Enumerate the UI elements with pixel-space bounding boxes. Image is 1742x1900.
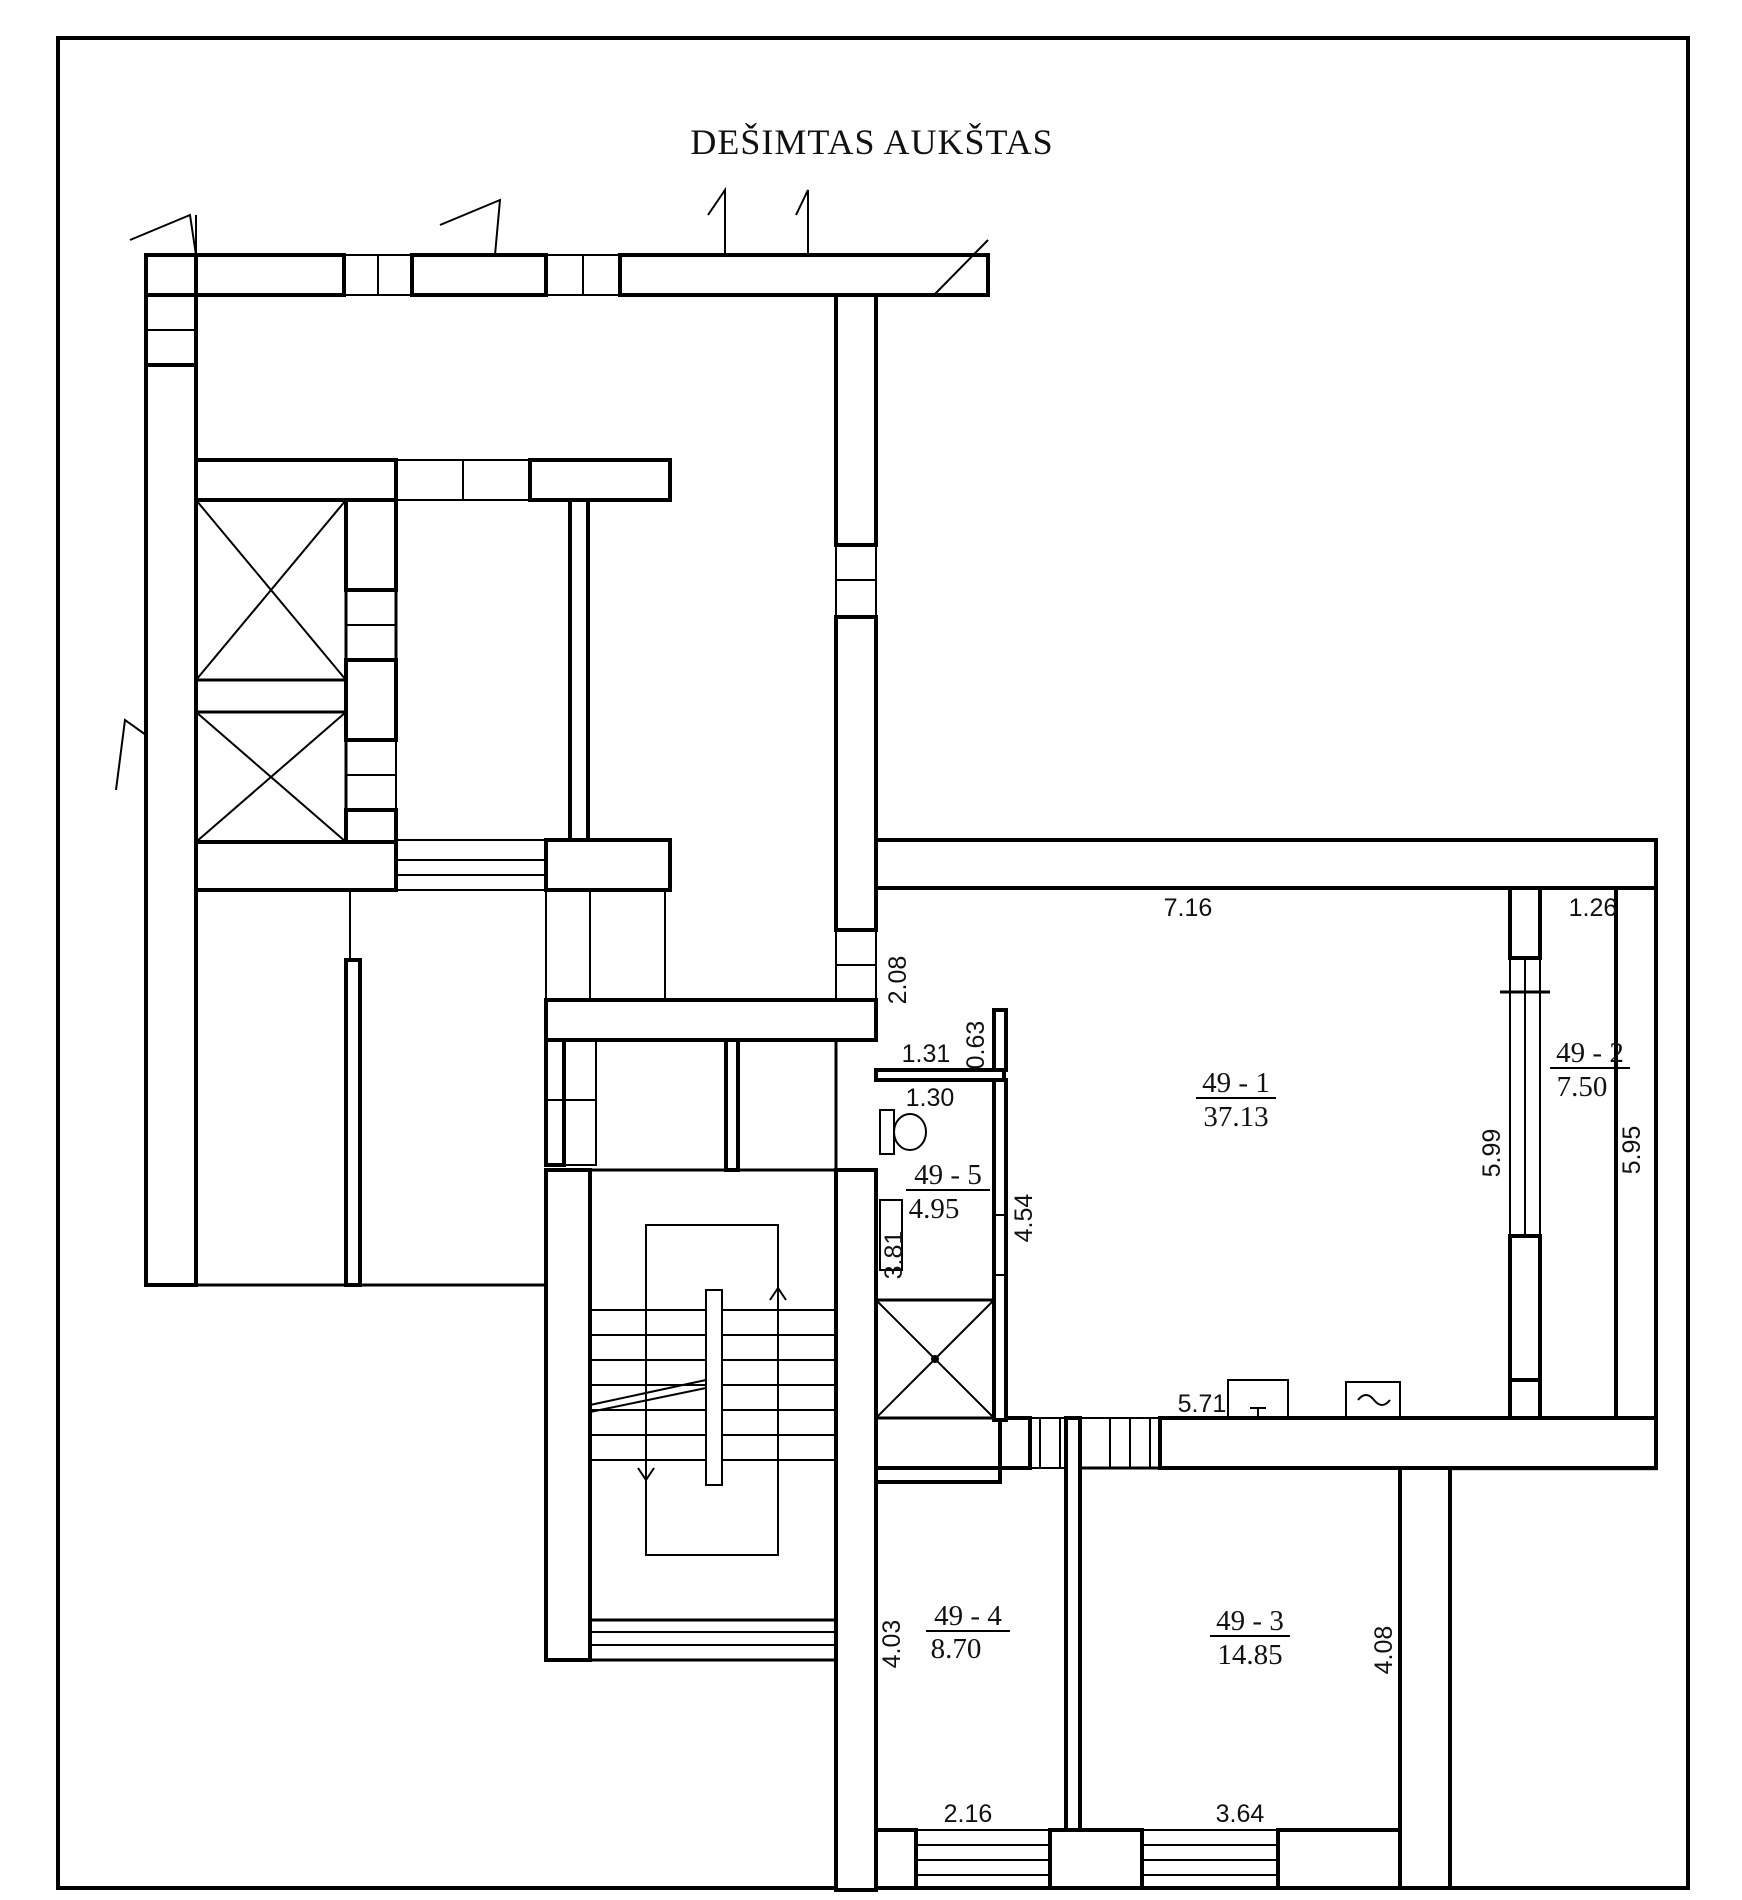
- room-49-5-label: 49 - 5 4.95: [906, 1159, 990, 1225]
- dim-label: 1.26: [1569, 894, 1618, 922]
- dim-label: 7.16: [1164, 894, 1213, 922]
- room-area: 7.50: [1557, 1071, 1608, 1103]
- inner-wall: [194, 840, 398, 892]
- apartment-49: [874, 838, 1658, 1890]
- stair-wall: [544, 1168, 592, 1662]
- room-area: 4.95: [909, 1193, 960, 1225]
- stair-well: [588, 1168, 838, 1622]
- dim-label: 5.99: [1478, 1129, 1506, 1178]
- partition-stub: [1508, 1378, 1542, 1420]
- room-49-4-top-wall: [874, 1466, 1002, 1484]
- stair-landing: [645, 1224, 779, 1556]
- dim-label: 4.08: [1370, 1626, 1398, 1675]
- doorway: [545, 1039, 597, 1166]
- bath-right-wall: [992, 1078, 1008, 1422]
- kitchen-sink-icon: [1345, 1381, 1401, 1419]
- dim-label: 1.31: [902, 1040, 951, 1068]
- room-49-2-label: 49 - 2 7.50: [1550, 1037, 1630, 1103]
- top-wall-segment: [194, 253, 346, 297]
- stair-exit: [588, 1618, 838, 1662]
- dim-label: 5.95: [1618, 1126, 1646, 1175]
- room-id: 49 - 4: [934, 1600, 1002, 1632]
- bottom-wall: [1276, 1828, 1402, 1890]
- dim-label: 2.08: [884, 956, 912, 1005]
- bath-top-wall: [874, 1068, 1006, 1082]
- room-area: 37.13: [1203, 1101, 1268, 1133]
- room-area: 14.85: [1217, 1639, 1282, 1671]
- room-area: 8.70: [931, 1633, 982, 1665]
- central-wall: [834, 293, 878, 547]
- left-wall: [144, 363, 198, 1287]
- shaft-wall: [344, 658, 398, 742]
- mid-wall-stub: [998, 1416, 1032, 1470]
- top-wall-corner: [144, 253, 198, 297]
- toilet-icon: [893, 1113, 927, 1151]
- room-id: 49 - 2: [1556, 1037, 1624, 1069]
- apartment-top-wall: [874, 838, 1658, 890]
- room-id: 49 - 3: [1216, 1605, 1284, 1637]
- partition: [724, 1038, 740, 1172]
- opening: [395, 839, 547, 891]
- small-closet: [736, 1038, 838, 1172]
- bath-wall: [992, 1008, 1008, 1072]
- arrow-up-icon: [769, 1286, 787, 1301]
- staircase: [544, 1168, 878, 1892]
- bottom-wall: [1048, 1828, 1144, 1890]
- inner-wall: [528, 458, 672, 502]
- stair-wall-right: [834, 1168, 878, 1892]
- inner-wall: [194, 458, 398, 502]
- tap-icon: [1357, 1394, 1391, 1406]
- dim-label: 0.63: [962, 1021, 990, 1070]
- toilet-cistern: [879, 1109, 895, 1155]
- sink-icon: [879, 1199, 903, 1271]
- corridor-wall: [544, 998, 878, 1042]
- plan-title: DEŠIMTAS AUKŠTAS: [690, 122, 1053, 162]
- stair-treads: [589, 1309, 836, 1461]
- dim-label: 4.54: [1010, 1194, 1038, 1243]
- corridor-wall: [544, 1038, 566, 1167]
- arrow-down-icon: [637, 1467, 655, 1482]
- shaft-wall: [344, 498, 398, 592]
- dim-label: 4.03: [878, 1620, 906, 1669]
- stair-handrail: [705, 1289, 723, 1486]
- top-wall-segment: [618, 253, 990, 297]
- partition-49-1-49-2: [1508, 886, 1542, 960]
- inner-wall: [544, 838, 672, 892]
- apartment-mid-wall: [1158, 1416, 1658, 1470]
- inner-partition: [568, 498, 590, 842]
- room-49-3-label: 49 - 3 14.85: [1210, 1605, 1290, 1671]
- room-id: 49 - 1: [1202, 1067, 1270, 1099]
- dim-label: 1.30: [906, 1084, 955, 1112]
- right-outer-wall: [1614, 886, 1658, 1420]
- room-id: 49 - 5: [914, 1159, 982, 1191]
- right-lower-wall: [1398, 1466, 1452, 1890]
- top-wall-segment: [410, 253, 548, 297]
- doorways: [1029, 1417, 1161, 1469]
- bath-door: [993, 1214, 1007, 1276]
- partition-49-4-49-3: [1064, 1416, 1082, 1832]
- drain-icon: [931, 1355, 939, 1363]
- dim-label: 3.64: [1216, 1800, 1265, 1828]
- bottom-wall: [874, 1828, 918, 1890]
- dim-label: 3.81: [880, 1231, 908, 1280]
- dim-label: 2.16: [944, 1800, 993, 1828]
- common-area-walls: [115, 186, 990, 1287]
- dimension-labels: 7.16 1.26 2.08 0.63 1.31 1.30 4.54 3.81 …: [878, 894, 1646, 1828]
- central-wall: [834, 615, 878, 932]
- room-49-1-label: 49 - 1 37.13: [1196, 1067, 1276, 1133]
- shower-tray: [874, 1298, 996, 1420]
- dim-label: 5.71: [1178, 1390, 1227, 1418]
- room-49-4-label: 49 - 4 8.70: [926, 1600, 1010, 1665]
- partition: [344, 958, 362, 1287]
- room-labels: 49 - 1 37.13 49 - 2 7.50 49 - 3 14.85 49…: [906, 1037, 1630, 1671]
